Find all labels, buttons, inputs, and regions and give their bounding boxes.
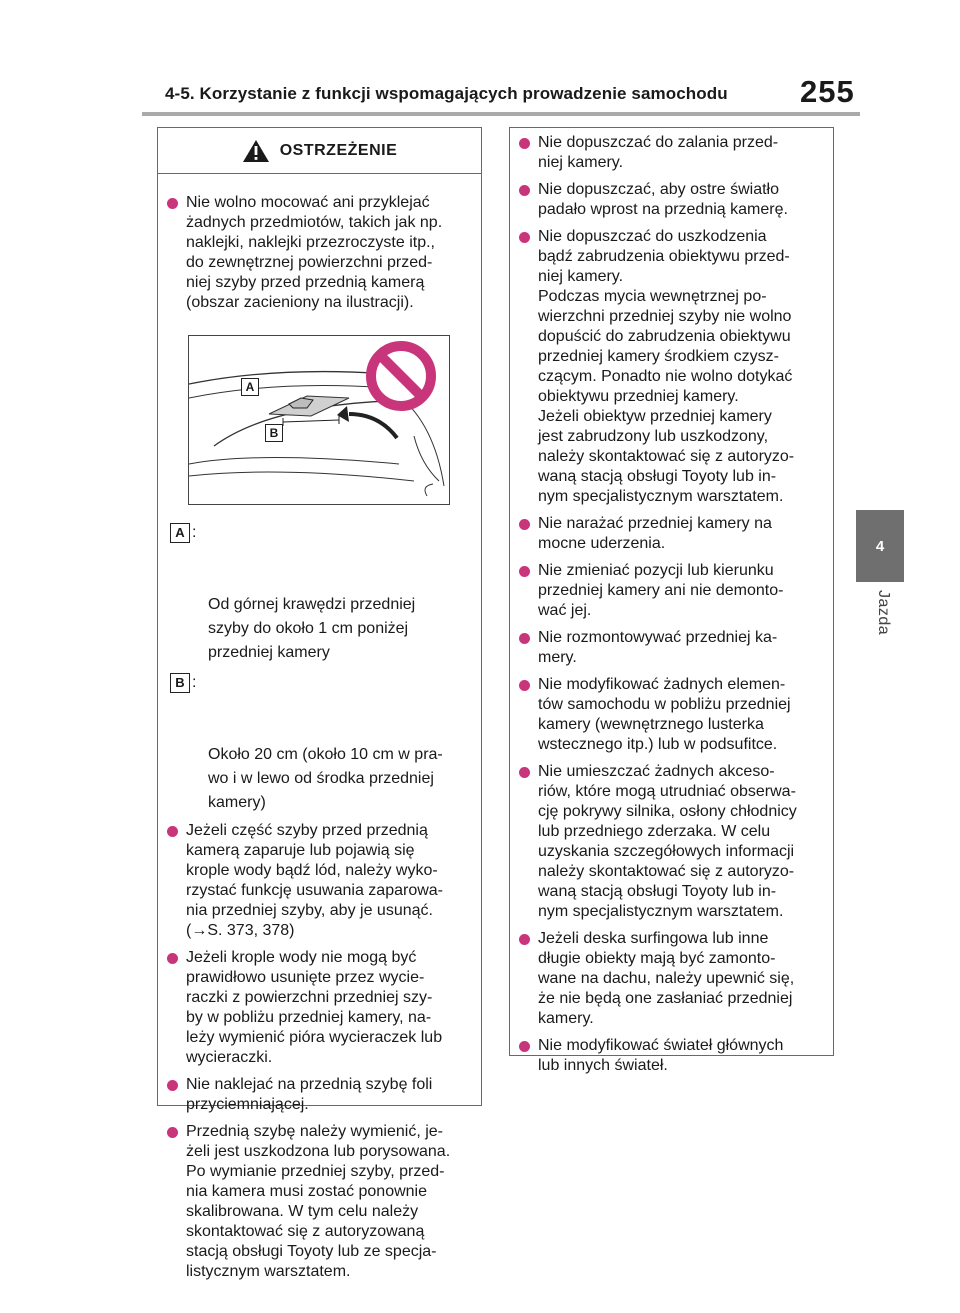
list-item: Nie modyfikować żadnych elemen- tów samo… [516,675,827,755]
windshield-illustration: A B [188,335,450,505]
bullet-text: Nie dopuszczać do zalania przed- niej ka… [538,134,779,171]
list-item: Nie dopuszczać do zalania przed- niej ka… [516,133,827,173]
bullet-text: Nie dopuszczać, aby ostre światło padało… [538,181,788,218]
windshield-drawing [189,341,445,497]
bullet-dot-icon [167,953,178,964]
warning-box-left: OSTRZEŻENIE Nie wolno mocować ani przykl… [157,127,482,1280]
warning-triangle-icon [242,139,269,162]
legend-b: B : Około 20 cm (około 10 cm w pra- wo i… [170,671,475,815]
bullet-dot-icon [167,1080,178,1091]
bullet-text: Jeżeli krople wody nie mogą być prawidło… [186,949,443,1066]
bullet-dot-icon [519,232,530,243]
legend-a: A : Od górnej krawędzi przedniej szyby d… [170,521,475,665]
list-item: Jeżeli deska surfingowa lub inne długie … [516,929,827,1029]
bullet-dot-icon [519,138,530,149]
list-item: Nie dopuszczać do uszkodzenia bądź zabru… [516,227,827,507]
bullet-dot-icon [167,826,178,837]
figure-label-b: B [265,424,283,442]
bullet-text: Jeżeli część szyby przed przednią kamerą… [186,822,444,939]
bullet-dot-icon [167,198,178,209]
bullet-dot-icon [519,767,530,778]
legend-b-letter: B [170,673,190,693]
bullet-dot-icon [519,1041,530,1052]
warning-title: OSTRZEŻENIE [279,141,398,159]
figure-label-a: A [241,378,259,396]
list-item: Jeżeli krople wody nie mogą być prawidło… [164,948,475,1068]
warning-box-right: Nie dopuszczać do zalania przed- niej ka… [509,127,834,1074]
bullet-text: Nie wolno mocować ani przyklejać żadnych… [186,194,443,311]
bullet-text: Nie modyfikować żadnych elemen- tów samo… [538,676,791,753]
bullet-text: Nie umieszczać żadnych akceso- riów, któ… [538,763,797,920]
list-item: Nie naklejać na przednią szybę foli przy… [164,1075,475,1115]
legend-a-text: Od górnej krawędzi przedniej szyby do ok… [208,596,416,661]
list-item: Jeżeli część szyby przed przednią kamerą… [164,821,475,941]
bullet-dot-icon [519,633,530,644]
bullet-dot-icon [519,185,530,196]
warning-content-left: Nie wolno mocować ani przyklejać żadnych… [158,174,481,1282]
section-header: 4-5. Korzystanie z funkcji wspomagającyc… [165,84,728,103]
list-item: Nie wolno mocować ani przyklejać żadnych… [164,193,475,313]
bullet-dot-icon [519,934,530,945]
bullet-dot-icon [519,680,530,691]
page-number: 255 [800,74,855,109]
legend-a-letter: A [170,523,190,543]
bullet-dot-icon [519,566,530,577]
bullet-text: Nie naklejać na przednią szybę foli przy… [186,1076,433,1113]
list-item: Nie rozmontowywać przedniej ka- mery. [516,628,827,668]
bullet-text: Nie rozmontowywać przedniej ka- mery. [538,629,778,666]
list-item: Nie narażać przedniej kamery na mocne ud… [516,514,827,554]
list-item: Nie modyfikować świateł głównych lub inn… [516,1036,827,1076]
bullet-dot-icon [519,519,530,530]
bullet-text: Nie zmieniać pozycji lub kierunku przedn… [538,562,784,619]
chapter-tab[interactable]: 4 [856,510,904,582]
warning-header: OSTRZEŻENIE [158,128,481,174]
warning-content-right: Nie dopuszczać do zalania przed- niej ka… [510,128,833,1076]
bullet-text: Jeżeli deska surfingowa lub inne długie … [538,930,795,1027]
legend-colon: : [192,674,197,691]
bullet-text: Przednią szybę należy wymienić, je- żeli… [186,1123,451,1280]
header-divider [142,112,860,116]
list-item: Nie dopuszczać, aby ostre światło padało… [516,180,827,220]
list-item: Nie umieszczać żadnych akceso- riów, któ… [516,762,827,922]
list-item: Nie zmieniać pozycji lub kierunku przedn… [516,561,827,621]
bullet-text: Nie narażać przedniej kamery na mocne ud… [538,515,772,552]
legend-colon: : [192,524,197,541]
bullet-dot-icon [167,1127,178,1138]
chapter-tab-label: Jazda [875,590,892,636]
bullet-text: Nie dopuszczać do uszkodzenia bądź zabru… [538,228,795,505]
list-item: Przednią szybę należy wymienić, je- żeli… [164,1122,475,1282]
legend-b-text: Około 20 cm (około 10 cm w pra- wo i w l… [208,746,443,811]
bullet-text: Nie modyfikować świateł głównych lub inn… [538,1037,784,1074]
